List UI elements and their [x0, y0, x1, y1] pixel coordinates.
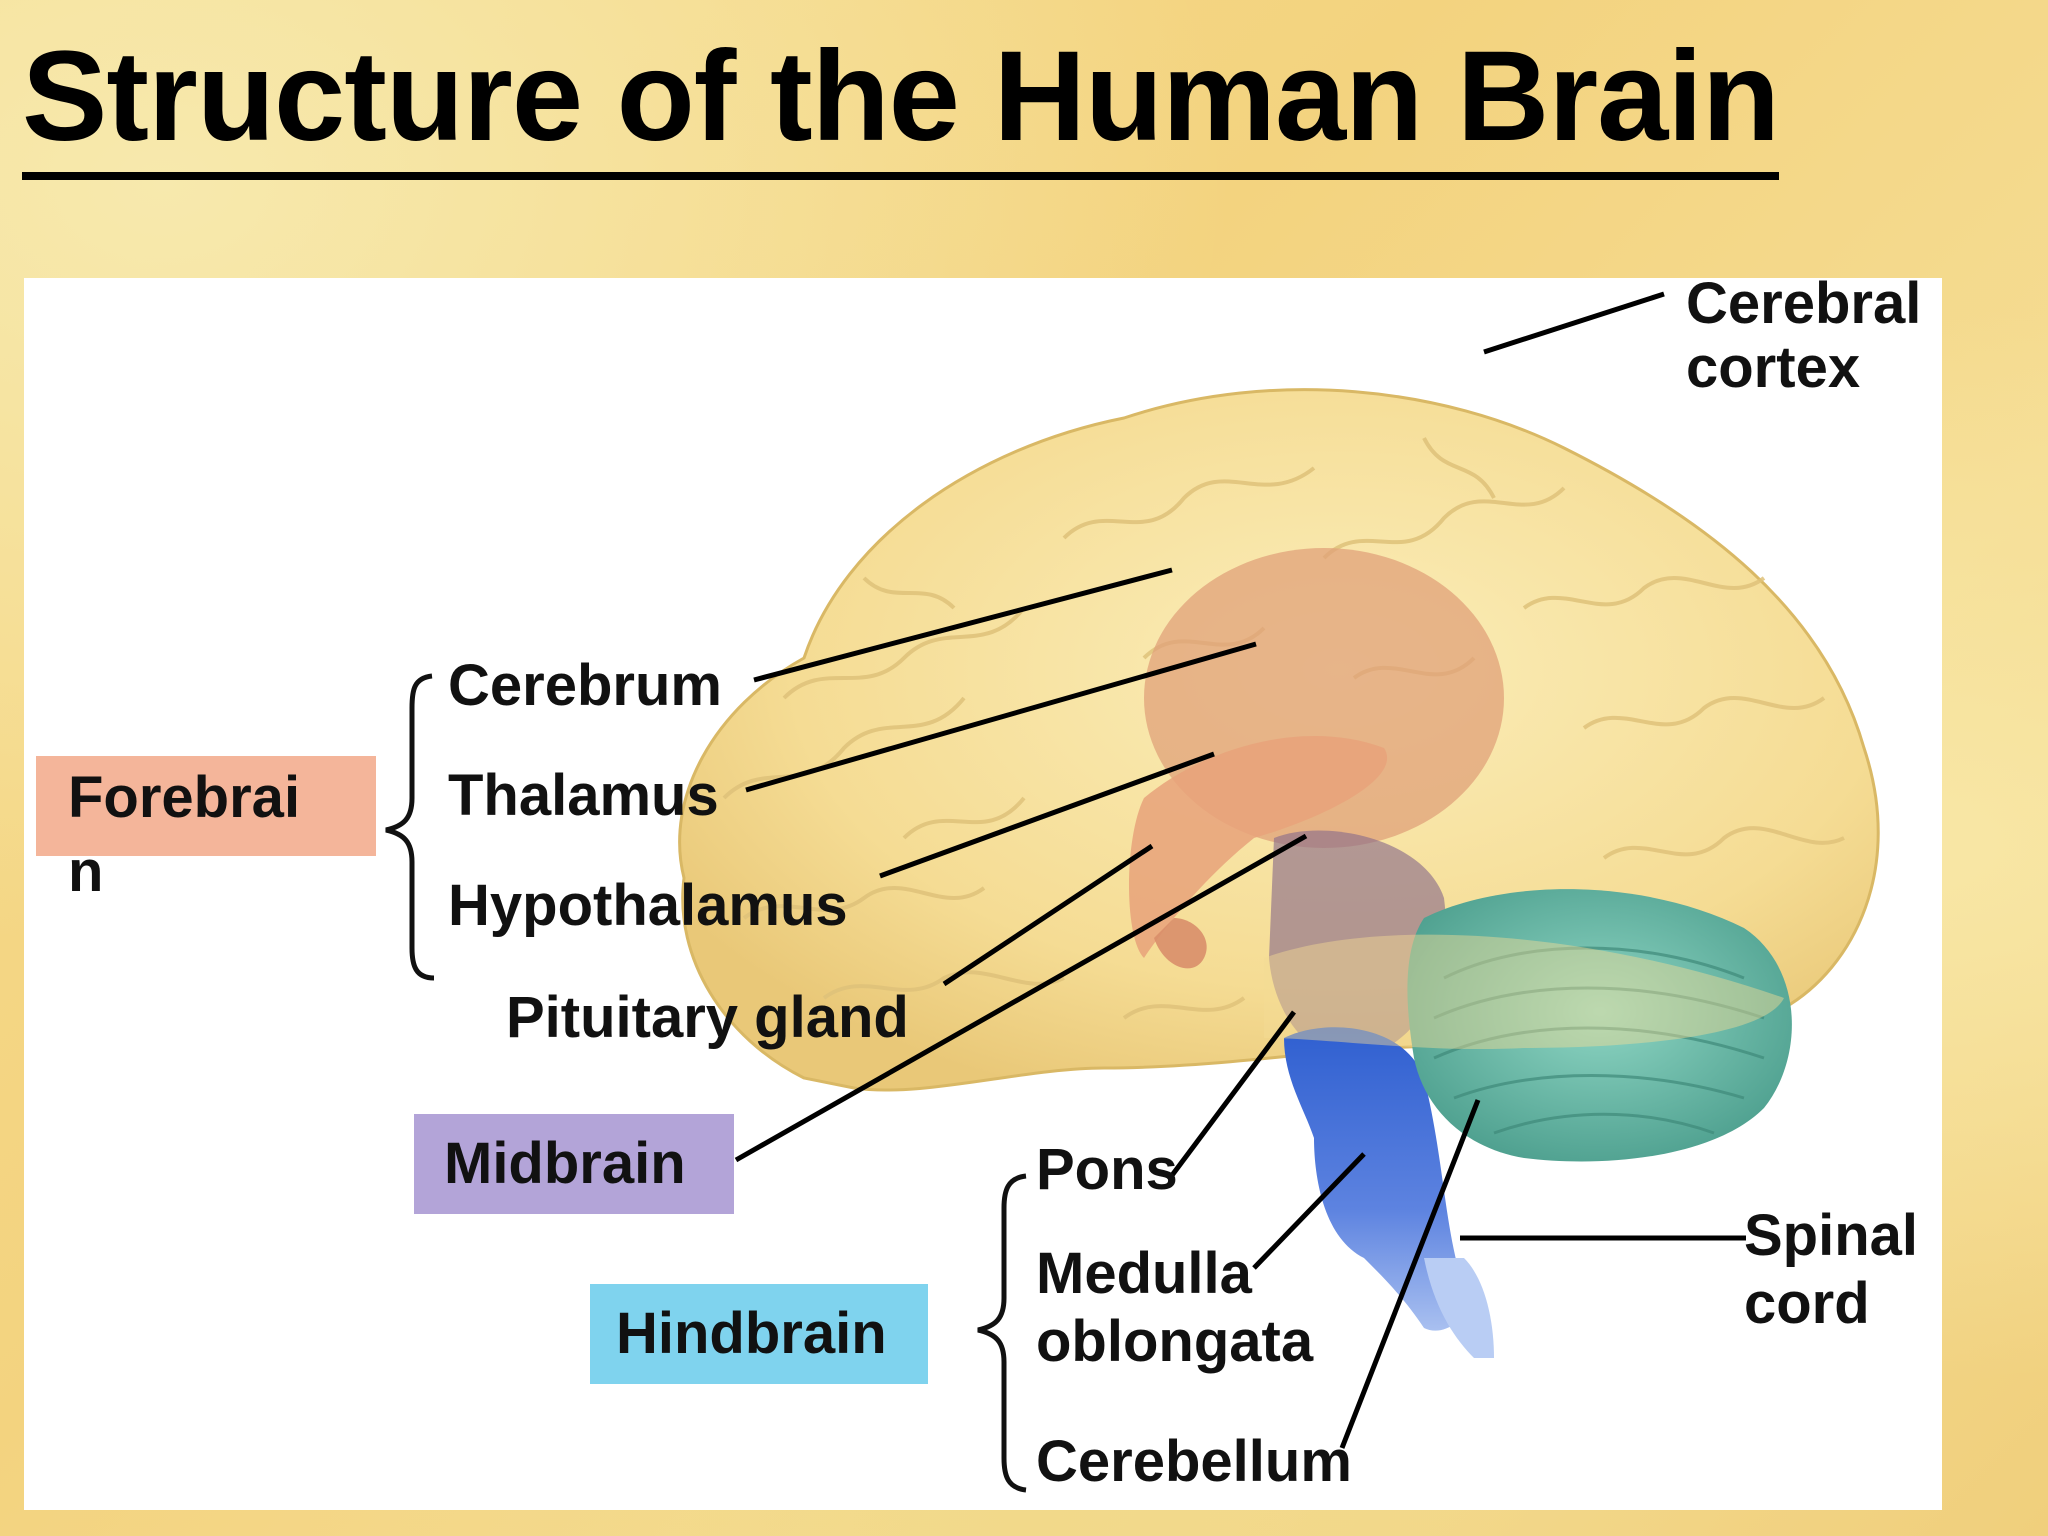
leader-cerebrum: [753, 567, 1173, 683]
midbrain-label: Midbrain: [444, 1131, 686, 1196]
forebrain-label-wrap: n: [68, 839, 104, 904]
hindbrain-box: Hindbrain: [590, 1284, 928, 1384]
midbrain-shape: [1269, 830, 1446, 1060]
brain-diagram: Forebrai n Midbrain Hindbrain Cerebral c…: [24, 278, 1942, 1510]
label-pituitary-gland: Pituitary gland: [506, 985, 909, 1050]
leader-cerebellum: [1339, 1099, 1481, 1449]
leader-pons: [1167, 1010, 1297, 1180]
leader-pituitary: [942, 843, 1154, 987]
label-medulla-1: Medulla: [1036, 1241, 1252, 1306]
label-spinal-cord-1: Spinal: [1744, 1203, 1919, 1268]
brain-illustration: [385, 291, 1880, 1493]
leader-lines: [734, 291, 1746, 1449]
label-spinal-cord-2: cord: [1744, 1271, 1870, 1336]
midbrain-box: Midbrain: [414, 1114, 734, 1214]
hypothalamus-shape: [1129, 736, 1388, 958]
label-hypothalamus: Hypothalamus: [448, 873, 848, 938]
leader-cerebral-cortex: [1483, 291, 1665, 355]
label-medulla-2: oblongata: [1036, 1309, 1314, 1374]
label-cerebral-cortex-2: cortex: [1686, 335, 1861, 400]
spinal-cord-shape: [1424, 1258, 1494, 1358]
leader-thalamus: [745, 641, 1257, 793]
label-thalamus: Thalamus: [448, 763, 719, 828]
leader-midbrain: [734, 833, 1308, 1163]
forebrain-label: Forebrai: [68, 765, 301, 830]
label-pons: Pons: [1036, 1137, 1178, 1202]
leader-hypothalamus: [879, 751, 1215, 879]
label-cerebral-cortex-1: Cerebral: [1686, 278, 1922, 336]
forebrain-box: Forebrai: [36, 756, 376, 856]
label-cerebellum: Cerebellum: [1036, 1429, 1352, 1494]
hindbrain-label: Hindbrain: [616, 1301, 887, 1366]
cerebellum-folia: [1433, 946, 1765, 1135]
label-cerebrum: Cerebrum: [448, 653, 722, 718]
brainstem-shape: [1284, 1027, 1466, 1331]
forebrain-brace: [385, 673, 435, 981]
leader-medulla: [1252, 1152, 1366, 1270]
hindbrain-brace: [977, 1173, 1027, 1493]
pituitary-shape: [1154, 918, 1207, 969]
page-title: Structure of the Human Brain: [22, 22, 1780, 180]
